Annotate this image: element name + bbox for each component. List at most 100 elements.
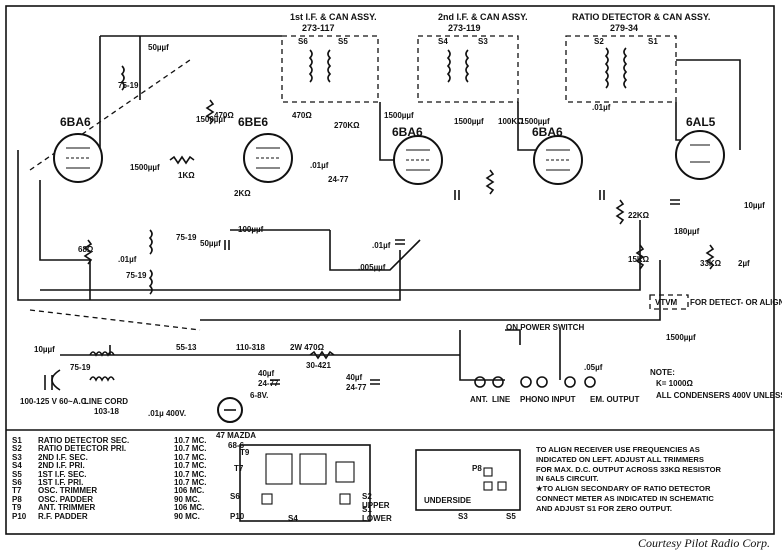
underside-s3 [483,481,493,491]
tube-6ba6-if1 [393,135,443,185]
resistor-68 [83,239,93,265]
instruction-line: IN 6AL5 CIRCUIT. [536,474,599,484]
val-1500c: 1500µµf [384,111,414,120]
val-01a: .01µf [592,103,611,112]
val-1k: 1KΩ [178,171,195,180]
note-k: K= 1000Ω [656,379,693,388]
if1-can-label: 1st I.F. & CAN ASSY. [290,12,377,22]
val-01d: .01µf [372,241,391,250]
val-270k: 270KΩ [334,121,360,130]
alignment-ref: T9 [12,503,22,513]
ratio-can [565,35,677,103]
underside-s3-label: S3 [458,512,468,521]
val-1500a: 1500µµf [196,115,226,124]
alignment-desc: RATIO DETECTOR SEC. [38,436,130,445]
val-30421: 30-421 [306,361,331,370]
val-01-400: .01µ 400V. [148,409,186,418]
layout-s2-label: S2 UPPER [362,492,390,510]
underside-s5-label: S5 [506,512,516,521]
val-2477c: 24-77 [346,383,367,392]
misc-labels: ON POWER SWITCH ANT. LINE PHONO INPUT EM… [20,298,782,416]
val-005: .005µµf [358,263,386,272]
line-cord-part: 103-18 [94,407,119,416]
val-coil-a: 75-19 [118,81,139,90]
layout-can-1 [265,453,293,485]
val-100k: 100KΩ [498,117,524,126]
capacitors [224,190,680,385]
alignment-freq: 10.7 MC. [174,444,207,454]
val-05: .05µf [584,363,603,372]
jack-ant-line [474,376,504,388]
if2-can-label: 2nd I.F. & CAN ASSY. [438,12,528,22]
val-5513: 55-13 [176,343,197,352]
underside-box [415,449,521,511]
alignment-ref: S1 [12,436,22,445]
val-2k: 2KΩ [234,189,251,198]
alignment-freq: 90 MC. [174,511,200,521]
alignment-ref: T7 [12,486,22,496]
instruction-line: INDICATED ON LEFT. ADJUST ALL TRIMMERS [536,454,704,464]
alignment-desc: 2ND I.F. SEC. [38,452,88,462]
alignment-freq: 10.7 MC. [174,452,207,462]
val-1500d: 1500µµf [454,117,484,126]
chassis-layout-box [239,444,371,522]
instruction-line: TO ALIGN RECEIVER USE FREQUENCIES AS [536,445,700,454]
if2-sec-coil [465,49,470,83]
vtvm-label: VTVM [655,298,678,307]
alignment-freq: 10.7 MC. [174,461,207,471]
layout-s1-label: S1 LOWER [362,505,392,523]
alignment-freq: 10.7 MC. [174,436,207,445]
if1-can-part: 273-117 [302,23,335,33]
val-01c: .01µf [118,255,137,264]
resistor-33k [705,244,715,270]
alignment-ref: S3 [12,452,22,462]
if1-sec-coil [327,49,332,83]
val-50uf: 50µµf [148,43,169,52]
tube-label-if1: 6BA6 [392,125,423,139]
val-100: 100µµf [238,225,264,234]
gang-dash [29,309,201,331]
val-coil-c: 75-19 [126,271,147,280]
val-15k: 15KΩ [628,255,650,264]
underside-p8-label: P8 [472,464,482,473]
val-coil-d: 75-19 [70,363,91,372]
tube-label-rf: 6BA6 [60,115,91,129]
label-s5: S5 [338,37,348,46]
line-choke-b [89,376,115,382]
underside-p8 [483,467,493,477]
em-output-label: EM. OUTPUT [590,395,639,404]
wire-switch [459,330,561,381]
alignment-ref: S5 [12,469,22,479]
coil-75-19-a [120,65,125,91]
alignment-desc: 2ND I.F. PRI. [38,461,85,471]
layout-p10 [261,493,273,505]
instruction-line: CONNECT METER AS INDICATED IN SCHEMATIC [536,493,714,503]
alignment-freq: 106 MC. [174,503,205,513]
layout-t7: T7 [234,464,244,473]
val-40b: 40µf [346,373,363,382]
label-s6: S6 [298,37,308,46]
label-s2: S2 [594,37,604,46]
power-switch-label: ON POWER SWITCH [506,323,584,332]
if1-pri-coil [308,49,313,83]
val-2477b: 24-77 [258,379,279,388]
coil-75-19-b [148,229,153,255]
tube-label-if2: 6BA6 [532,125,563,139]
label-s1: S1 [648,37,658,46]
alignment-desc: 1ST I.F. SEC. [38,469,87,479]
note-title: NOTE: [650,368,675,377]
heater-voltage: 6-8V. [250,391,268,400]
resistor-2w470 [309,350,335,360]
val-470b: 470Ω [292,111,312,120]
jack-output [564,376,596,388]
resistor-470c [485,169,495,195]
rect-part: 68-6 [228,441,245,450]
resistor-15k [635,244,645,270]
